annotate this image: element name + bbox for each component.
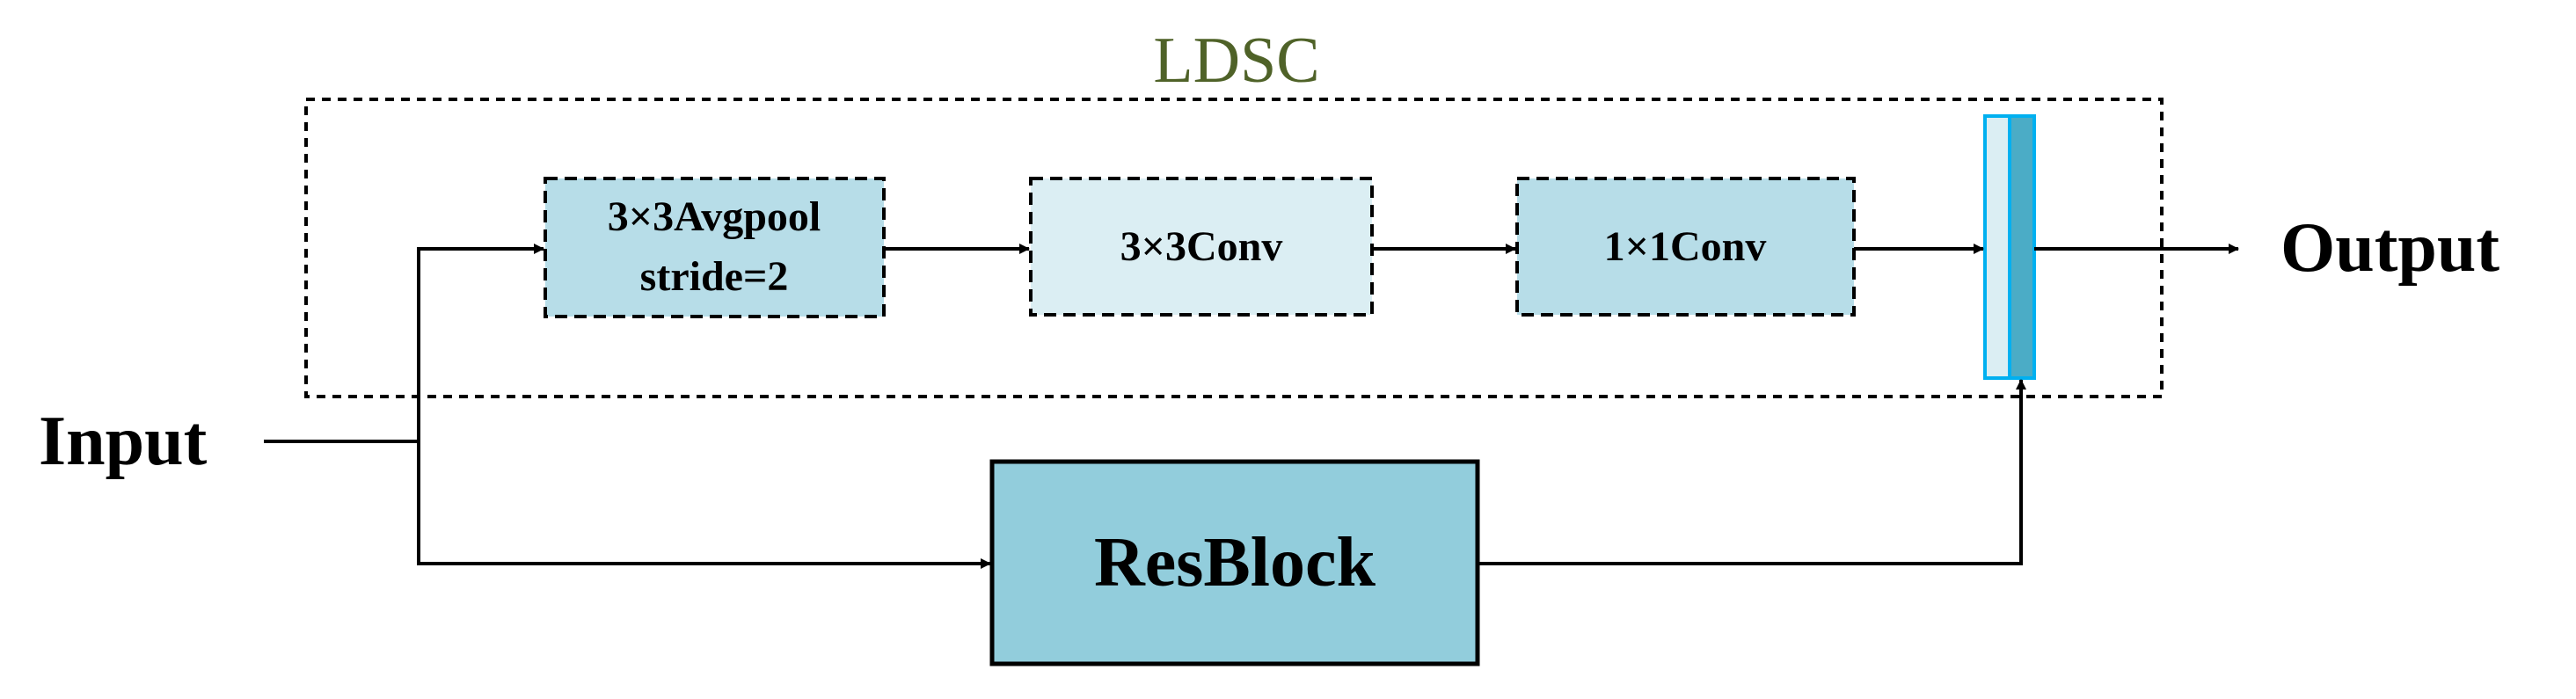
resblock-to-concat-arrow	[1478, 379, 2026, 565]
avgpool-node[interactable]: 3×3Avgpool stride=2	[544, 177, 886, 318]
conv3x3-node[interactable]: 3×3Conv	[1029, 177, 1374, 317]
conv1x1-label: 1×1Conv	[1604, 223, 1767, 270]
conv3x3-label: 3×3Conv	[1120, 223, 1283, 270]
concat-left-bar	[1983, 114, 2011, 380]
resblock-node[interactable]: ResBlock	[989, 459, 1480, 666]
resblock-label: ResBlock	[1094, 524, 1376, 601]
ldsc-group-label: LDSC	[1153, 25, 1319, 97]
avgpool-label-line1: 3×3Avgpool	[608, 193, 821, 240]
conv1x1-box	[1515, 177, 1856, 317]
resblock-box	[989, 459, 1480, 666]
concat-right-bar	[2008, 114, 2036, 380]
input-label: Input	[39, 403, 208, 480]
conv3x3-box	[1029, 177, 1374, 317]
concat-block	[1983, 114, 2036, 380]
avgpool-label-line2: stride=2	[640, 253, 789, 300]
output-label: Output	[2280, 209, 2499, 287]
conv1x1-node[interactable]: 1×1Conv	[1515, 177, 1856, 317]
